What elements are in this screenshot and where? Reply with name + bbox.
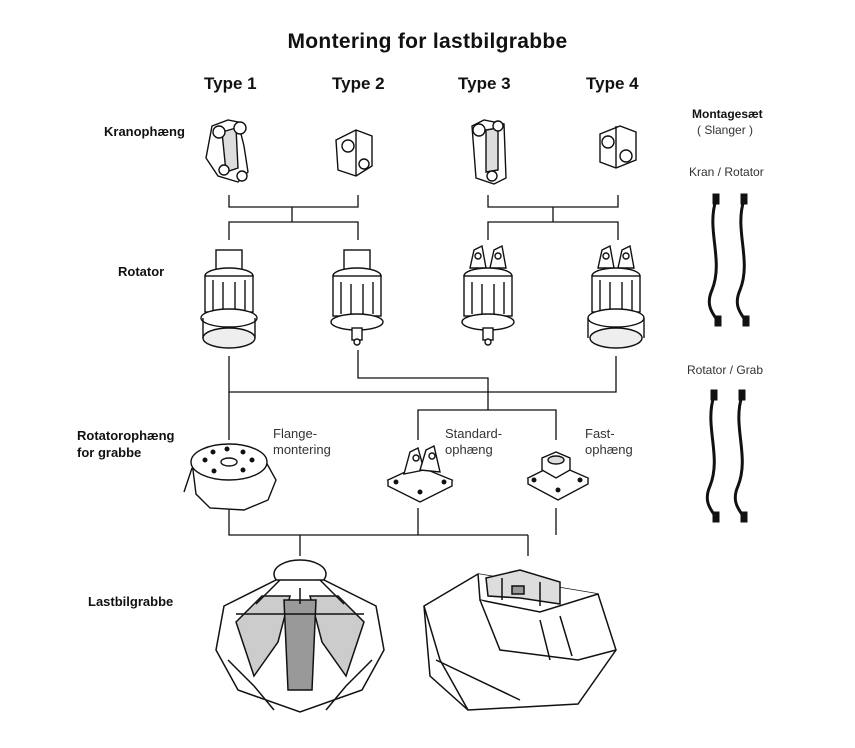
connector-mount-grab [228,508,557,556]
fixed-mount-line1: Fast- [585,426,615,441]
clamshell-grab-drawing [423,569,617,711]
type-4-label: Type 4 [586,74,639,93]
flange-mount-label: Flange- montering [273,426,331,458]
connector-rotator-mid [357,350,489,392]
connector-crane-3-4 [487,195,619,240]
flange-mount-line1: Flange- [273,426,318,441]
row-label-grab: Lastbilgrabbe [88,594,174,609]
type-1-label: Type 1 [204,74,257,93]
flange-mount-drawing [183,443,277,511]
row-label-rotator-mount-line2: for grabbe [77,445,142,460]
kit-crane-rotator-label: Kran / Rotator [689,165,764,179]
standard-mount-line2: ophæng [445,442,493,457]
kit-title: Montagesæt [692,107,763,121]
connector-standard-fast [417,409,557,440]
kit-rotator-grab-label: Rotator / Grab [687,363,764,377]
crane-mount-type1-drawing [205,119,249,183]
crane-mount-type3-drawing [471,119,507,185]
fixed-mount-line2: ophæng [585,442,633,457]
fixed-mount-drawing [526,451,590,501]
standard-mount-drawing [386,444,454,503]
type-3-label: Type 3 [458,74,511,93]
orange-peel-grab-drawing [215,559,385,713]
type-2-label: Type 2 [332,74,385,93]
row-label-rotator-mount-line1: Rotatorophæng [77,428,175,443]
row-label-rotator: Rotator [118,264,165,279]
hose-kit-crane-rotator-drawing [707,193,750,327]
crane-mount-type4-drawing [599,125,637,169]
standard-mount-label: Standard- ophæng [445,426,502,458]
fixed-mount-label: Fast- ophæng [585,426,633,458]
connector-rotator-right [488,356,617,393]
rotator-type3-drawing [461,244,515,346]
connector-crane-1-2 [228,195,359,240]
hose-kit-rotator-grab-drawing [705,389,748,523]
crane-mount-type2-drawing [335,129,373,177]
kit-subtitle: ( Slanger ) [697,123,754,137]
row-label-crane-mount: Kranophæng [104,124,185,139]
rotator-type1-drawing [200,249,258,349]
flange-mount-line2: montering [273,442,331,457]
standard-mount-line1: Standard- [445,426,503,441]
rotator-type4-drawing [587,244,645,349]
diagram-title: Montering for lastbilgrabbe [287,30,568,53]
rotator-type2-drawing [330,249,384,346]
